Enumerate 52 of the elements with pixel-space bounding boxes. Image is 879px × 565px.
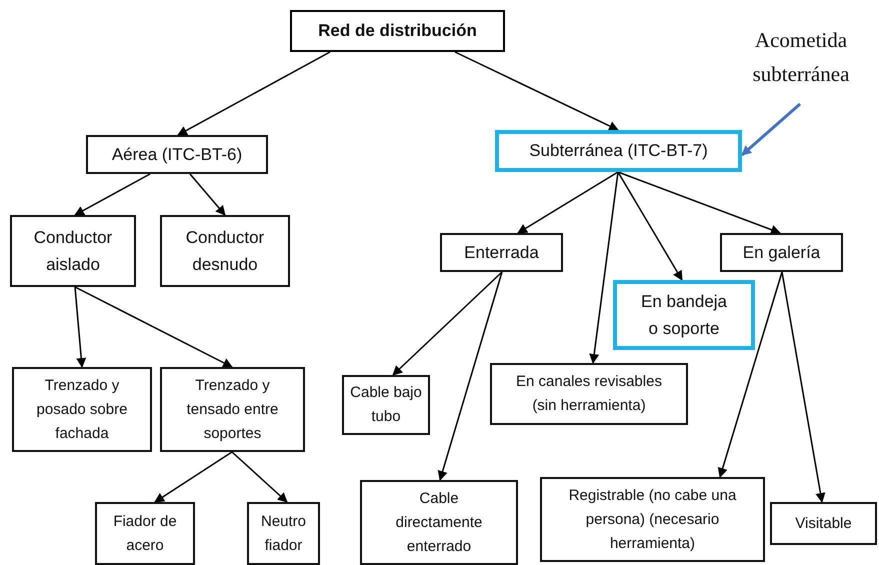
node-label: En bandeja o soporte xyxy=(640,290,728,340)
process-box xyxy=(360,480,518,565)
arrow xyxy=(589,172,619,364)
process-box xyxy=(342,375,430,435)
node-label: Trenzado y posado sobre fachada xyxy=(36,376,128,444)
arrow xyxy=(392,271,503,376)
arrow xyxy=(617,172,683,281)
process-box xyxy=(86,135,268,174)
highlighted-box xyxy=(613,280,755,350)
arrow xyxy=(154,451,232,503)
arrow xyxy=(232,451,288,503)
process-box xyxy=(95,502,195,565)
process-box xyxy=(720,233,843,272)
node-label: Aérea (ITC-BT-6) xyxy=(112,144,242,166)
arrow xyxy=(177,51,330,136)
node-label: Enterrada xyxy=(464,242,539,264)
node-label: Red de distribución xyxy=(318,20,477,42)
process-box xyxy=(12,367,152,452)
node-label: Fiador de acero xyxy=(112,512,178,556)
arrow xyxy=(454,51,619,131)
arrow xyxy=(517,171,618,234)
node-label: Cable directamente enterrado xyxy=(394,488,484,556)
node-label: Registrable (no cabe una persona) (necesario herramienta) xyxy=(568,486,738,554)
node-label: Subterránea (ITC-BT-7) xyxy=(529,140,708,162)
process-box xyxy=(160,367,305,452)
highlighted-box xyxy=(495,130,742,172)
node-label: Cable bajo tubo xyxy=(349,383,423,427)
arrow xyxy=(618,171,781,234)
process-box xyxy=(290,10,505,52)
arrow xyxy=(741,102,801,156)
node-label: Conductor desnudo xyxy=(184,226,266,276)
arrow xyxy=(74,286,233,368)
arrow xyxy=(74,173,150,216)
arrow xyxy=(74,286,86,368)
process-box xyxy=(440,233,563,272)
node-label: Neutro fiador xyxy=(260,512,308,556)
arrow xyxy=(781,272,826,503)
process-box xyxy=(160,215,290,287)
arrow xyxy=(438,272,503,481)
process-box xyxy=(10,215,136,287)
process-box xyxy=(490,363,688,425)
node-label: Conductor aislado xyxy=(32,226,114,276)
arrow xyxy=(718,272,783,478)
process-box xyxy=(770,502,877,545)
process-box xyxy=(247,502,320,565)
node-label: Trenzado y tensado entre soportes xyxy=(186,376,280,444)
node-label: En galería xyxy=(742,242,820,264)
process-box xyxy=(540,477,765,562)
arrow xyxy=(189,174,226,216)
annotation-text: Acometida subterránea xyxy=(752,27,850,88)
node-label: En canales revisables (sin herramienta) xyxy=(515,372,663,416)
node-label: Visitable xyxy=(795,514,852,534)
